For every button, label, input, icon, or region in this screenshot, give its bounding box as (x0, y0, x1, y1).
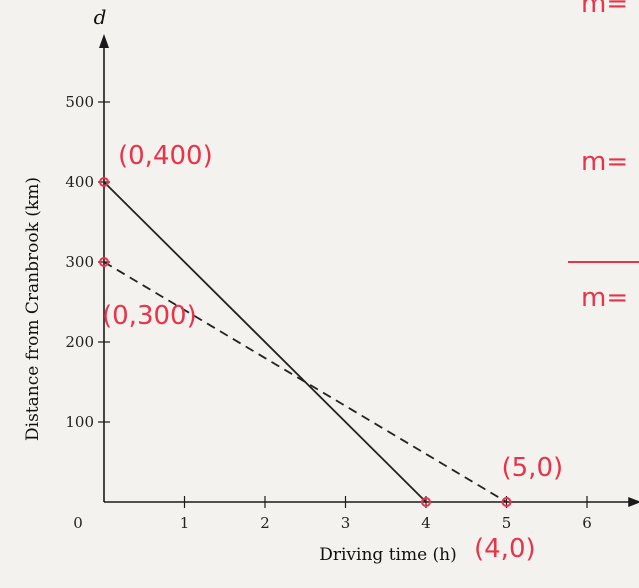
point-marker (501, 497, 512, 507)
coordinate-annotation: (4,0) (474, 534, 536, 564)
coordinate-annotation: (0,400) (118, 141, 213, 171)
x-tick-label: 6 (582, 514, 592, 532)
x-tick-label: 2 (260, 514, 270, 532)
coordinate-annotation: (5,0) (502, 453, 564, 483)
x-tick-label: 1 (180, 514, 190, 532)
margin-note: m= (581, 283, 628, 313)
y-axis-arrow (99, 34, 109, 48)
x-tick-label: 4 (421, 514, 431, 532)
origin-label: 0 (73, 514, 83, 532)
y-tick-label: 500 (65, 93, 94, 111)
coordinate-annotation: (0,300) (102, 301, 197, 331)
y-axis-title: Distance from Cranbrook (km) (23, 177, 43, 441)
x-axis-title: Driving time (h) (319, 545, 457, 565)
y-tick-label: 400 (65, 173, 94, 191)
point-marker (99, 177, 109, 187)
margin-note: m= (581, 0, 628, 19)
dashed-series-line (103, 261, 507, 503)
x-axis-arrow (628, 497, 639, 507)
point-marker (99, 257, 109, 267)
x-tick-label: 3 (341, 514, 351, 532)
y-tick-label: 200 (65, 333, 94, 351)
annotations: (0,400) (0,300) (5,0) (4,0) (102, 141, 563, 564)
points (99, 177, 512, 507)
ticks: 1 2 3 4 5 6 100 200 300 400 500 (65, 93, 591, 532)
axes (99, 34, 639, 507)
margin-note: m= (581, 147, 628, 177)
point-marker (421, 497, 431, 507)
x-tick-label: 5 (502, 514, 512, 532)
margin-notes: m= m= m= (568, 0, 639, 313)
series (103, 181, 507, 503)
y-tick-label: 100 (65, 413, 94, 431)
y-axis-symbol: d (94, 5, 107, 29)
solid-series-line (103, 181, 427, 503)
y-tick-label: 300 (65, 253, 94, 271)
